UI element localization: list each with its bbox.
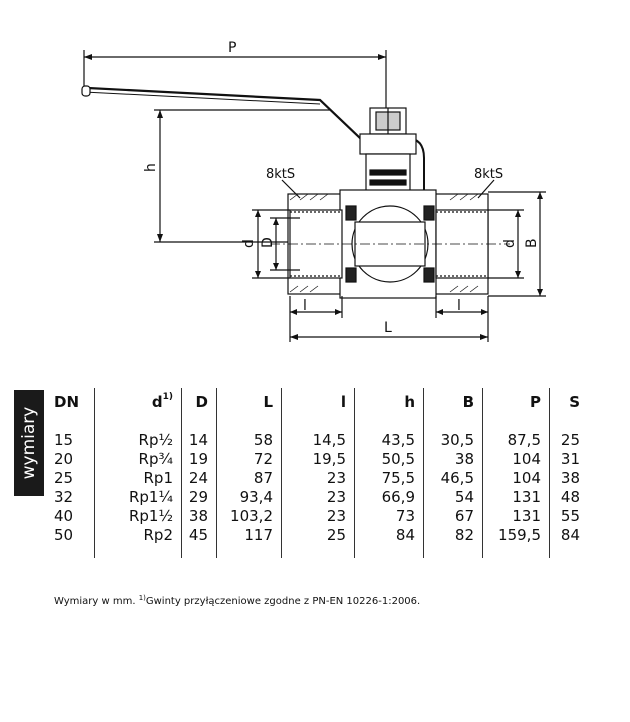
cell-P: 104 — [482, 449, 550, 468]
cell-h: 84 — [354, 525, 424, 544]
cell-D: 45 — [181, 525, 217, 544]
label-D: D — [260, 237, 276, 248]
cell-B: 82 — [423, 525, 483, 544]
cell-D: 29 — [181, 487, 217, 506]
col-header-dn: DN — [48, 388, 95, 416]
col-header-P: P — [482, 388, 550, 416]
footnote-thread-standard: Gwinty przyłączeniowe zgodne z PN-EN 102… — [145, 596, 421, 607]
cell-h: 73 — [354, 506, 424, 525]
footnote-units: Wymiary w mm. — [54, 596, 139, 607]
cell-l: 25 — [281, 525, 355, 544]
label-d-left: d — [241, 239, 257, 248]
label-B: B — [524, 238, 540, 248]
cell-d: Rp2 — [94, 525, 182, 544]
valve-handle-lever — [87, 86, 395, 140]
cell-P: 104 — [482, 468, 550, 487]
valve-technical-drawing: P h 8ktS 8ktS d D d B l l L — [81, 40, 546, 342]
cell-dn: 15 — [48, 430, 95, 449]
cell-P: 87,5 — [482, 430, 550, 449]
col-header-L: L — [216, 388, 282, 416]
label-h: h — [143, 163, 159, 172]
cell-dn: 40 — [48, 506, 95, 525]
col-header-B: B — [423, 388, 483, 416]
cell-S: 84 — [560, 525, 580, 544]
label-key-left: 8ktS — [266, 167, 295, 182]
label-d-right: d — [502, 239, 518, 248]
cell-d: Rp½ — [94, 430, 182, 449]
cell-h: 43,5 — [354, 430, 424, 449]
cell-D: 38 — [181, 506, 217, 525]
cell-P: 131 — [482, 506, 550, 525]
cell-L: 87 — [216, 468, 282, 487]
label-l-left: l — [303, 298, 307, 314]
cell-d: Rp¾ — [94, 449, 182, 468]
cell-L: 103,2 — [216, 506, 282, 525]
cell-l: 23 — [281, 506, 355, 525]
cell-h: 50,5 — [354, 449, 424, 468]
cell-B: 38 — [423, 449, 483, 468]
col-header-l: l — [281, 388, 355, 416]
cell-l: 14,5 — [281, 430, 355, 449]
cell-B: 54 — [423, 487, 483, 506]
col-header-d-footnote-ref: 1) — [162, 392, 173, 402]
cell-L: 72 — [216, 449, 282, 468]
cell-B: 46,5 — [423, 468, 483, 487]
label-P: P — [228, 40, 236, 56]
cell-L: 117 — [216, 525, 282, 544]
footnote-ref: 1) — [138, 594, 146, 602]
cell-L: 93,4 — [216, 487, 282, 506]
col-header-D: D — [181, 388, 217, 416]
cell-P: 159,5 — [482, 525, 550, 544]
cell-d: Rp1½ — [94, 506, 182, 525]
cell-d: Rp1 — [94, 468, 182, 487]
cell-d: Rp1¼ — [94, 487, 182, 506]
cell-dn: 50 — [48, 525, 95, 544]
cell-D: 14 — [181, 430, 217, 449]
cell-S: 48 — [560, 487, 580, 506]
cell-dn: 32 — [48, 487, 95, 506]
dimensions-side-tab: wymiary — [14, 390, 44, 496]
cell-S: 38 — [560, 468, 580, 487]
cell-dn: 25 — [48, 468, 95, 487]
table-header-row: DN d1) D L l h B P S — [48, 388, 588, 416]
col-header-h: h — [354, 388, 424, 416]
cell-l: 23 — [281, 487, 355, 506]
cell-S: 55 — [560, 506, 580, 525]
cell-l: 23 — [281, 468, 355, 487]
cell-h: 66,9 — [354, 487, 424, 506]
cell-B: 67 — [423, 506, 483, 525]
col-header-d: d1) — [94, 388, 182, 416]
cell-S: 25 — [560, 430, 580, 449]
cell-l: 19,5 — [281, 449, 355, 468]
label-l-right: l — [457, 298, 461, 314]
label-L: L — [384, 320, 392, 336]
cell-dn: 20 — [48, 449, 95, 468]
cell-D: 19 — [181, 449, 217, 468]
cell-B: 30,5 — [423, 430, 483, 449]
side-tab-label: wymiary — [19, 406, 39, 480]
cell-P: 131 — [482, 487, 550, 506]
col-header-d-text: d — [151, 393, 163, 411]
cell-D: 24 — [181, 468, 217, 487]
label-key-right: 8ktS — [474, 167, 503, 182]
cell-h: 75,5 — [354, 468, 424, 487]
footnote: Wymiary w mm. 1)Gwinty przyłączeniowe zg… — [54, 594, 421, 607]
cell-S: 31 — [560, 449, 580, 468]
cell-L: 58 — [216, 430, 282, 449]
col-header-S: S — [569, 393, 580, 411]
